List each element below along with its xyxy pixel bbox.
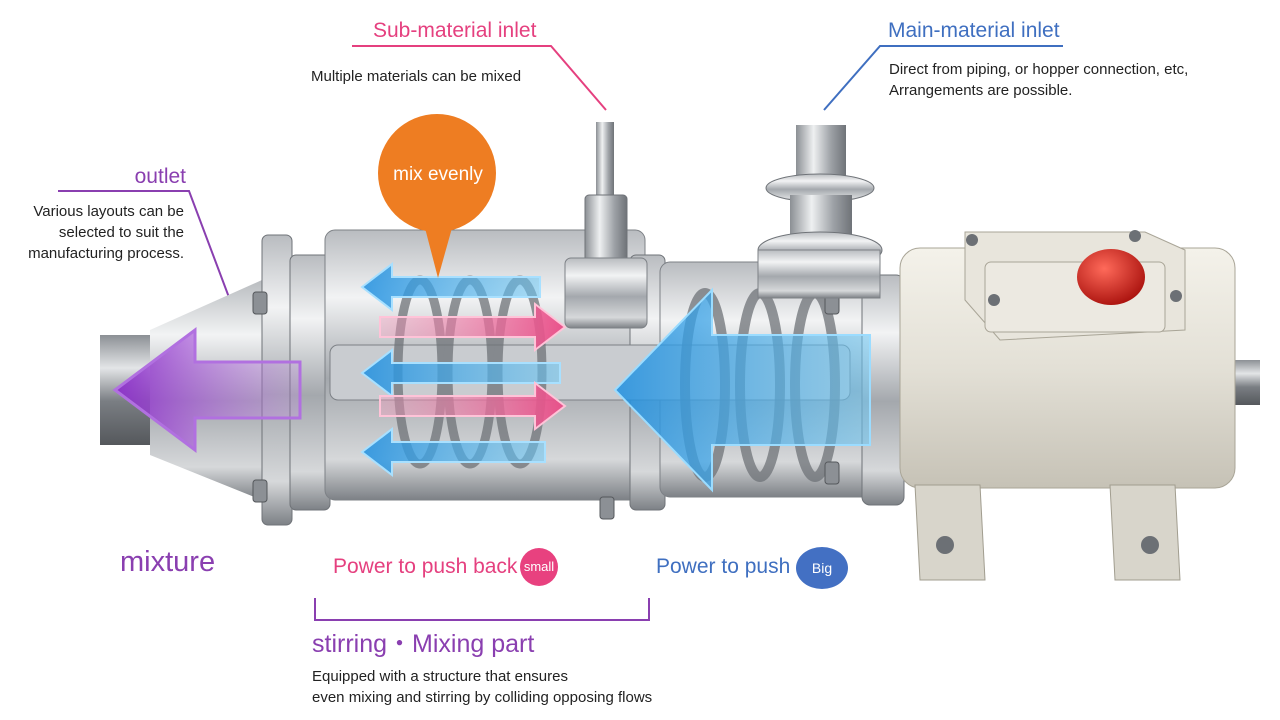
mix-evenly-bubble: [378, 114, 496, 278]
stirring-bracket: [314, 598, 650, 621]
sub-material-base: [564, 257, 648, 329]
push-back-arrows: [379, 301, 567, 432]
mixture-arrow: [112, 327, 302, 453]
mount-bolts: [936, 230, 1182, 554]
push-arrow: [613, 287, 871, 493]
main-material-inlet-description: Direct from piping, or hopper connection…: [889, 61, 1189, 99]
sub-material-leader-line: [352, 45, 607, 111]
big-badge: Big: [796, 547, 848, 589]
outlet-leader-line: [58, 190, 231, 301]
mixture-label: mixture: [120, 546, 216, 578]
outlet-title: outlet: [134, 165, 186, 188]
sub-material-fitting: [584, 194, 628, 266]
sub-material-inlet-title: Sub-material inlet: [373, 19, 537, 42]
red-cap: [1077, 249, 1145, 305]
main-material-housing: [757, 249, 881, 299]
small-badge: small: [520, 548, 558, 586]
back-flow-arrows: [360, 261, 561, 478]
stirring-mixing-description: Equipped with a structure that ensures e…: [312, 668, 653, 706]
push-back-label: Power to push back: [333, 555, 518, 578]
sub-material-pipe: [596, 122, 614, 202]
main-material-inlet-title: Main-material inlet: [888, 19, 1060, 42]
motor-mount-feet: [914, 484, 1181, 581]
stirring-mixing-title: stirring・Mixing part: [312, 630, 535, 658]
mix-evenly-label: mix evenly: [393, 164, 483, 185]
outlet-description: Various layouts can be selected to suit …: [28, 203, 184, 262]
main-material-leader-line: [823, 45, 1063, 111]
sub-material-inlet-description: Multiple materials can be mixed: [311, 68, 522, 85]
push-label: Power to push: [656, 555, 791, 578]
